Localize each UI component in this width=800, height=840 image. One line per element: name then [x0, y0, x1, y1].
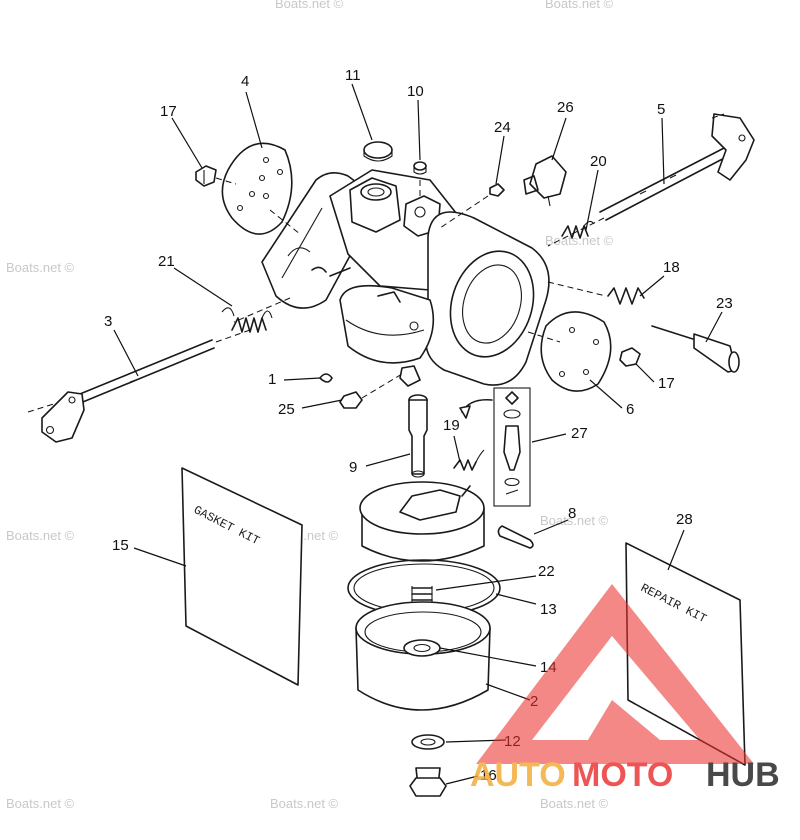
part-label: 11: [345, 67, 361, 84]
watermark-text: Boats.net ©: [545, 0, 614, 11]
part-label: 28: [676, 511, 693, 528]
leader-lines: [113, 83, 723, 785]
part-label: 5: [657, 101, 665, 118]
part-label: 6: [626, 401, 634, 418]
part-label: 24: [494, 119, 511, 136]
part-label: 18: [663, 259, 680, 276]
diaphragm-6: [540, 311, 612, 392]
plug-10: [413, 161, 427, 198]
drain-plug-16: [409, 767, 447, 797]
part-label: 22: [538, 563, 555, 580]
screw-25: [339, 373, 403, 409]
float: [359, 481, 485, 562]
part-number-labels: 4 17 11 10 24 26 5 20 21 18 23 3 1 17 6 …: [104, 67, 733, 784]
throttle-shaft-left: [27, 339, 215, 443]
needle-23: [651, 325, 740, 373]
screw-17-upper: [195, 165, 237, 187]
float-bowl-2: [355, 601, 491, 711]
logo-auto-text: AUTO: [470, 756, 566, 794]
spring-18: [547, 281, 645, 305]
logo-hub-text: HUB: [706, 756, 780, 794]
diaphragm-cover-4: [221, 142, 293, 235]
part-label: 4: [241, 73, 249, 90]
part-label: 21: [158, 253, 175, 270]
part-label: 16: [480, 767, 497, 784]
part-label: 25: [278, 401, 295, 418]
fitting-26: [523, 155, 567, 207]
screw-24: [439, 183, 505, 229]
part-label: 13: [540, 601, 557, 618]
part-label: 17: [160, 103, 177, 120]
part-label: 17: [658, 375, 675, 392]
automotohub-logo: AUTO MOTO HUB: [470, 584, 780, 794]
gasket-kit-card: GASKET KIT: [181, 467, 303, 686]
part-label: 27: [571, 425, 588, 442]
carburetor-body: [261, 169, 550, 387]
logo-moto-text: MOTO: [572, 756, 673, 794]
part-label: 26: [557, 99, 574, 116]
welch-plug-11: [363, 141, 393, 162]
repair-kit-card: REPAIR KIT: [625, 542, 746, 766]
watermark-text: Boats.net ©: [6, 528, 75, 543]
screw-17-lower: [619, 347, 641, 367]
clip-1: [319, 373, 333, 383]
jet-tube-9: [408, 394, 428, 478]
washer-12: [411, 734, 445, 750]
choke-shaft-right: [599, 113, 755, 221]
spring-21: [221, 307, 273, 333]
watermark-text: Boats.net ©: [275, 0, 344, 11]
part-label: 3: [104, 313, 112, 330]
part-label: 19: [443, 417, 460, 434]
watermark-group: Boats.net © Boats.net © Boats.net © Boat…: [6, 0, 614, 811]
part-label: 15: [112, 537, 129, 554]
watermark-text: Boats.net ©: [6, 260, 75, 275]
part-label: 23: [716, 295, 733, 312]
float-valve-kit-27: [459, 387, 531, 507]
part-label: 20: [590, 153, 607, 170]
part-label: 1: [268, 371, 276, 388]
watermark-text: Boats.net ©: [6, 796, 75, 811]
watermark-text: Boats.net ©: [540, 796, 609, 811]
spring-19: [453, 449, 485, 471]
watermark-text: Boats.net ©: [270, 796, 339, 811]
part-label: 8: [568, 505, 576, 522]
logo-triangle-icon: [476, 584, 754, 764]
part-label: 9: [349, 459, 357, 476]
float-pin-8: [497, 525, 534, 549]
part-label: 10: [407, 83, 424, 100]
